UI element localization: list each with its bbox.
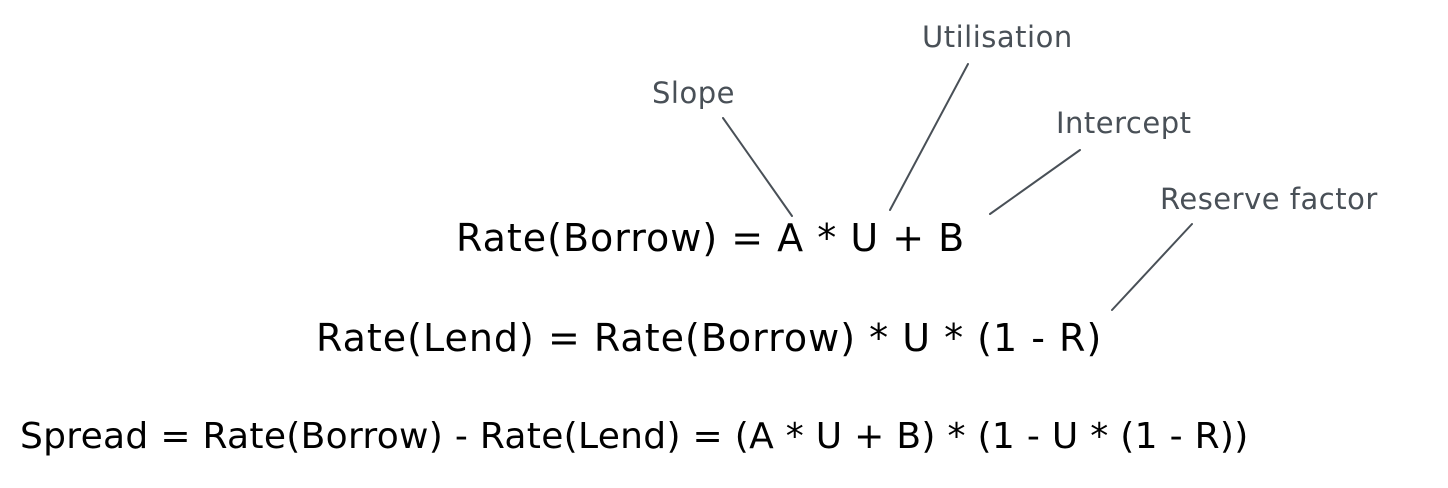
intercept-leader-line [989,149,1081,215]
reserve-factor-leader-line [1111,223,1193,311]
intercept-annotation: Intercept [1056,106,1192,140]
utilisation-annotation: Utilisation [922,20,1073,54]
borrow-rate-equation: Rate(Borrow) = A * U + B [456,216,966,260]
spread-equation: Spread = Rate(Borrow) - Rate(Lend) = (A … [20,416,1249,457]
lend-rate-equation: Rate(Lend) = Rate(Borrow) * U * (1 - R) [316,316,1103,360]
utilisation-leader-line [889,63,969,211]
slope-leader-line [722,117,793,217]
slope-annotation: Slope [652,76,735,110]
reserve-factor-annotation: Reserve factor [1160,182,1378,216]
